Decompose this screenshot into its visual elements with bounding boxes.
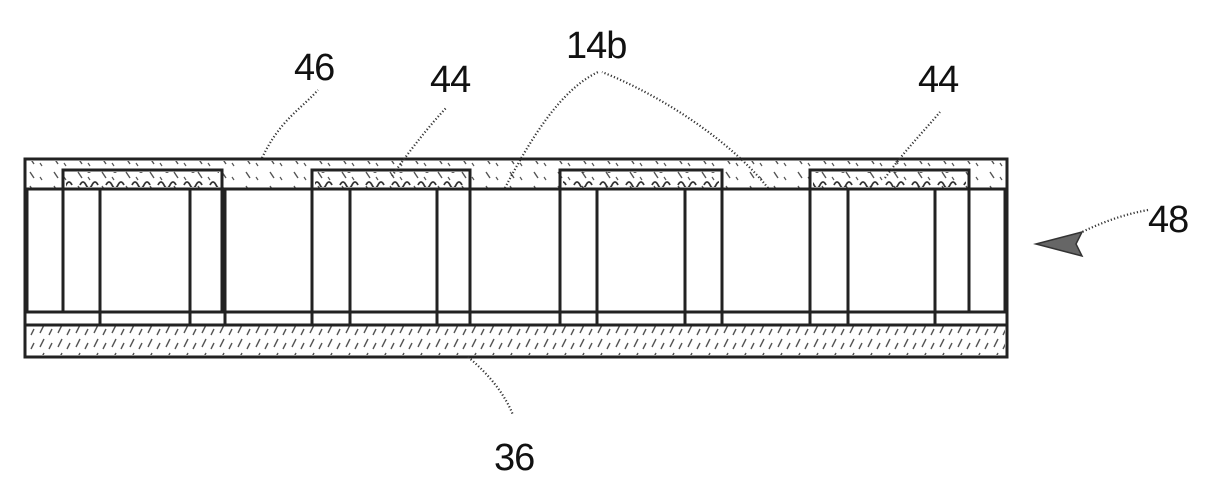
label-44-right: 44 — [918, 59, 959, 101]
core-cell-6 — [722, 189, 810, 312]
core-cell-5 — [597, 189, 685, 312]
core-cell-2 — [225, 189, 312, 312]
label-46: 46 — [294, 47, 334, 89]
label-44-left: 44 — [430, 59, 471, 101]
label-48: 48 — [1148, 199, 1188, 241]
wave-strip-2 — [315, 172, 467, 187]
wave-strip-1 — [66, 172, 219, 187]
label-14b: 14b — [566, 25, 626, 67]
wrapper-group-3 — [560, 170, 722, 312]
substrate-layer — [27, 325, 1005, 355]
core-cell-7 — [848, 189, 935, 312]
core-cell-1 — [100, 189, 190, 312]
leader-36 — [468, 357, 513, 415]
wrapper-group-2 — [312, 170, 470, 312]
wrapper-group-4 — [810, 170, 969, 312]
core-cell-3 — [350, 189, 437, 312]
arrow-48-icon — [1036, 232, 1082, 256]
wrapper-group-1 — [63, 170, 222, 312]
wave-strip-3 — [563, 172, 719, 187]
core-cell-4 — [470, 189, 560, 312]
leader-46 — [262, 90, 318, 158]
left-edge-cell — [27, 189, 63, 312]
right-edge-cell — [969, 189, 1005, 312]
label-36: 36 — [494, 437, 534, 479]
wave-strip-4 — [813, 172, 966, 187]
lower-step-layer — [27, 312, 1005, 325]
